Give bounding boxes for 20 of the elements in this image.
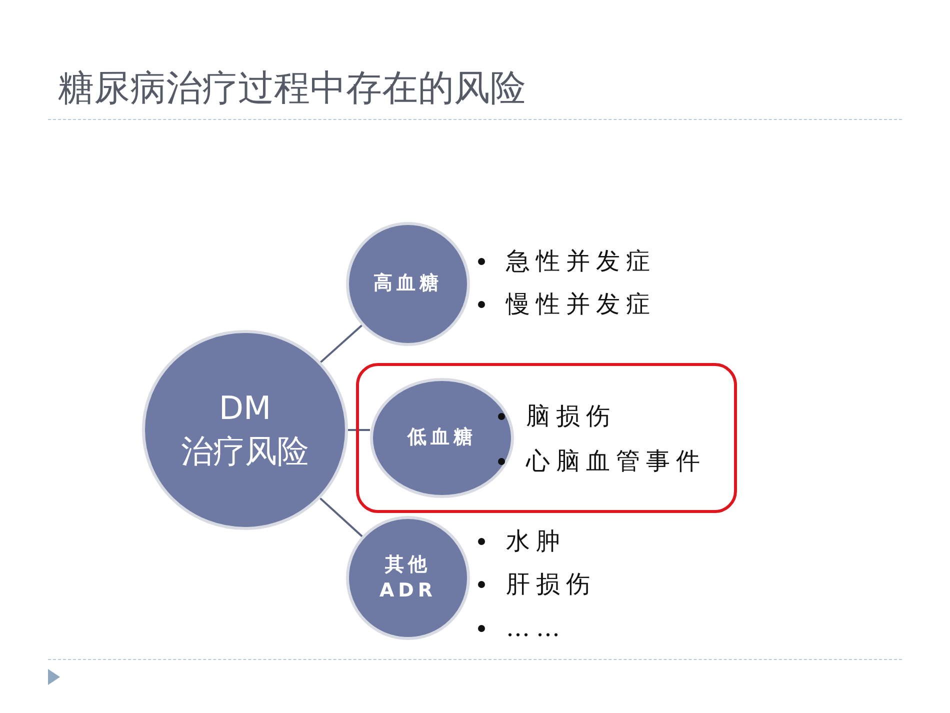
connector-line: [320, 498, 363, 538]
circle-label: 高血糖: [372, 271, 444, 296]
bullet-item: 水肿: [478, 526, 566, 556]
circle-label: 低血糖: [406, 425, 478, 450]
circle-label: 其他 ADR: [378, 552, 438, 603]
bullet-item: 脑损伤: [498, 401, 616, 431]
bullet-item: 肝损伤: [478, 569, 596, 599]
connector-line: [320, 324, 362, 363]
risk-circle: [346, 222, 470, 346]
risk-circle: [142, 330, 348, 530]
connector-line: [348, 429, 370, 431]
slide-title: 糖尿病治疗过程中存在的风险: [58, 67, 526, 111]
risk-circle: [346, 516, 470, 640]
bullet-item: 慢性并发症: [478, 289, 656, 319]
bullet-item: 心脑血管事件: [498, 446, 706, 476]
bullet-item: ……: [478, 613, 566, 643]
bullet-item: 急性并发症: [478, 246, 656, 276]
highlight-frame: [356, 363, 737, 513]
circle-label: DM 治疗风险: [180, 388, 310, 472]
risk-circle: [370, 378, 514, 498]
